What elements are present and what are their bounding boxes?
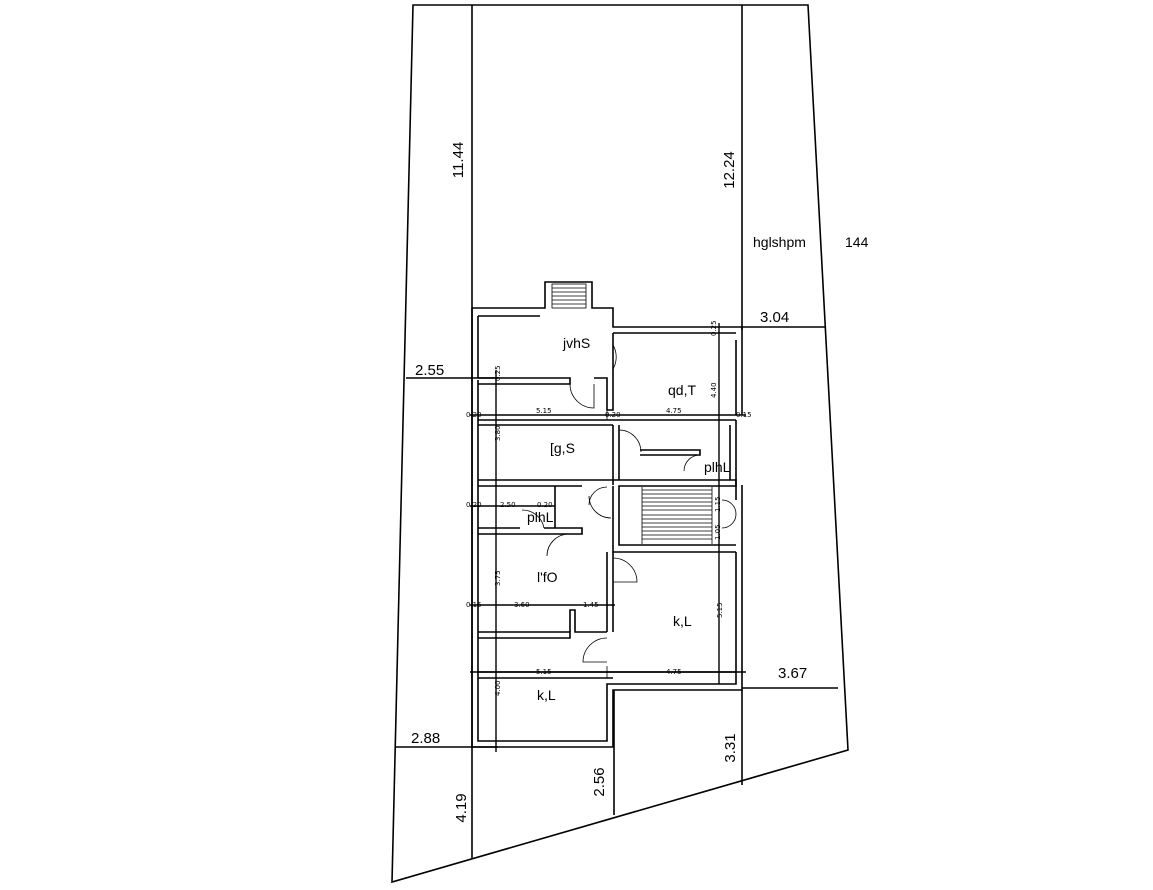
room-label-1: jvhS <box>562 335 590 351</box>
inner-dim: 1.15 <box>714 496 722 512</box>
interior-stair <box>641 487 713 544</box>
inner-dim: 4.75 <box>666 407 682 415</box>
inner-dim: 1.05 <box>714 524 722 540</box>
entrance-stair <box>551 283 587 309</box>
room-label-2: qd,T <box>668 382 696 398</box>
room-label-7: k,L <box>673 613 692 629</box>
inner-dim: 3.75 <box>494 570 502 586</box>
inner-dim: 0.25 <box>494 365 502 381</box>
dim-right-low: 3.67 <box>778 665 807 682</box>
inner-dim: 4.75 <box>666 668 682 676</box>
inner-dim: 3.80 <box>494 425 502 441</box>
room-label-8: k,L <box>537 687 556 703</box>
room-label-6: l'fO <box>537 569 558 585</box>
dim-bottom-mid: 2.56 <box>591 767 608 796</box>
dim-left-top: 11.44 <box>450 142 467 178</box>
inner-dim: 0.20 <box>466 411 482 419</box>
building-walls <box>471 281 743 748</box>
room-label-3: [g,S <box>550 440 575 456</box>
inner-dim: 5.15 <box>716 602 724 618</box>
site-boundary <box>391 4 849 884</box>
room-label-5: plhL <box>527 509 554 525</box>
site-label-number: 144 <box>845 234 869 250</box>
inner-dim: 2.50 <box>500 501 516 509</box>
dim-bottom-right: 3.31 <box>722 733 739 762</box>
inner-dim: 0.25 <box>710 320 718 336</box>
dim-left-mid: 2.55 <box>415 362 444 379</box>
dim-left-low: 2.88 <box>411 730 440 747</box>
dim-bottom-left: 4.19 <box>453 793 470 822</box>
interior-dimension-lines <box>470 323 746 752</box>
room-label-4: plhL <box>704 459 731 475</box>
inner-dim: 0.20 <box>466 501 482 509</box>
inner-dim: 4.00 <box>494 680 502 696</box>
inner-dim: 5.15 <box>536 668 552 676</box>
dim-right-top: 12.24 <box>721 151 738 189</box>
inner-dim: 1.45 <box>583 601 599 609</box>
dim-right-mid: 3.04 <box>760 309 789 326</box>
inner-dim: 0.15 <box>736 411 752 419</box>
inner-dim: 3.60 <box>514 601 530 609</box>
doors <box>521 344 737 663</box>
inner-dim: 0.20 <box>537 501 553 509</box>
inner-dim: 5.15 <box>536 407 552 415</box>
site-label-arabic: hglshpm <box>753 234 806 250</box>
inner-dim: 4.40 <box>710 382 718 398</box>
inner-dim: 0.15 <box>466 601 482 609</box>
inner-dim: 0.20 <box>605 411 621 419</box>
